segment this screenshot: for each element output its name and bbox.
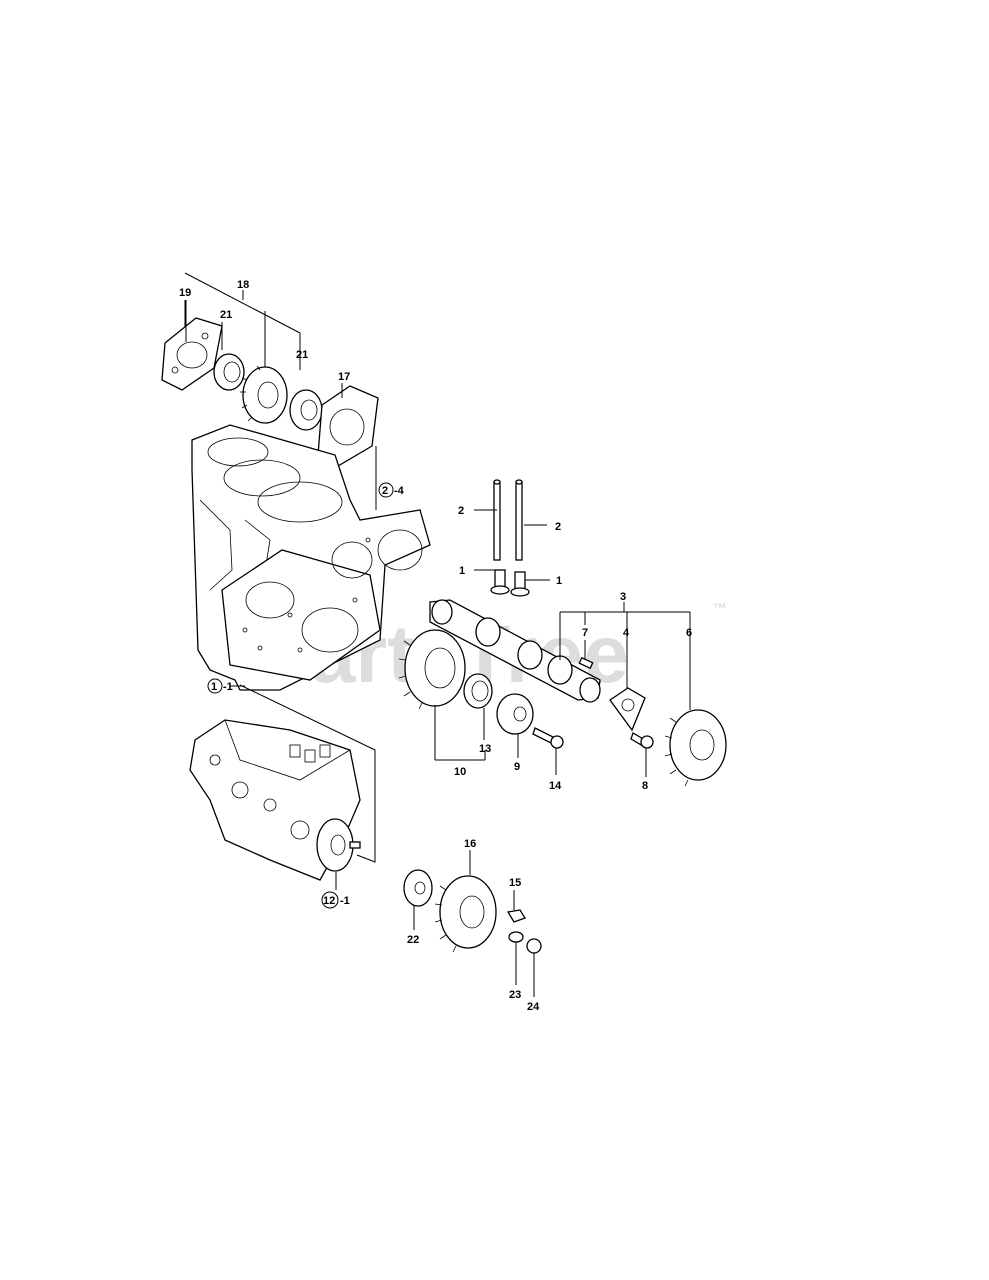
callout-14: 14 bbox=[549, 780, 562, 792]
callout-13: 13 bbox=[479, 743, 491, 755]
callout-6: 6 bbox=[686, 627, 692, 639]
callout-2-right: 2 bbox=[555, 521, 561, 533]
callout-3: 3 bbox=[620, 591, 626, 603]
callout-1-1-suffix: -1 bbox=[223, 681, 233, 693]
callout-17: 17 bbox=[338, 371, 350, 383]
watermark-trademark: ™ bbox=[713, 600, 727, 616]
callout-1-right: 1 bbox=[556, 575, 562, 587]
callout-1-1-number: 1 bbox=[211, 681, 217, 693]
callout-12-1-number: 12 bbox=[323, 895, 335, 907]
callout-15: 15 bbox=[509, 877, 521, 889]
callout-2-4-suffix: -4 bbox=[394, 485, 405, 497]
callout-18: 18 bbox=[237, 279, 249, 291]
callout-12-1-suffix: -1 bbox=[340, 895, 350, 907]
callout-16: 16 bbox=[464, 838, 476, 850]
callout-10: 10 bbox=[454, 766, 466, 778]
callout-9: 9 bbox=[514, 761, 520, 773]
callout-24: 24 bbox=[527, 1001, 540, 1013]
callout-2-4-number: 2 bbox=[382, 485, 388, 497]
callout-21-left: 21 bbox=[220, 309, 232, 321]
callout-4: 4 bbox=[623, 627, 630, 639]
callout-2-4: 2 -4 bbox=[378, 482, 405, 498]
callout-23: 23 bbox=[509, 989, 521, 1001]
callout-8: 8 bbox=[642, 780, 648, 792]
callout-1-left: 1 bbox=[459, 565, 465, 577]
callout-22: 22 bbox=[407, 934, 419, 946]
callout-12-1: 12 -1 bbox=[321, 891, 350, 909]
callout-1-1: 1 -1 bbox=[207, 678, 233, 694]
callout-21-right: 21 bbox=[296, 349, 308, 361]
callout-19: 19 bbox=[179, 287, 191, 299]
callout-2-left: 2 bbox=[458, 505, 464, 517]
engine-illustration bbox=[161, 272, 727, 997]
callout-7: 7 bbox=[582, 627, 588, 639]
callout-labels: 18 19 21 21 17 2 -4 2 2 1 1 3 7 4 6 1 -1… bbox=[179, 279, 692, 1013]
